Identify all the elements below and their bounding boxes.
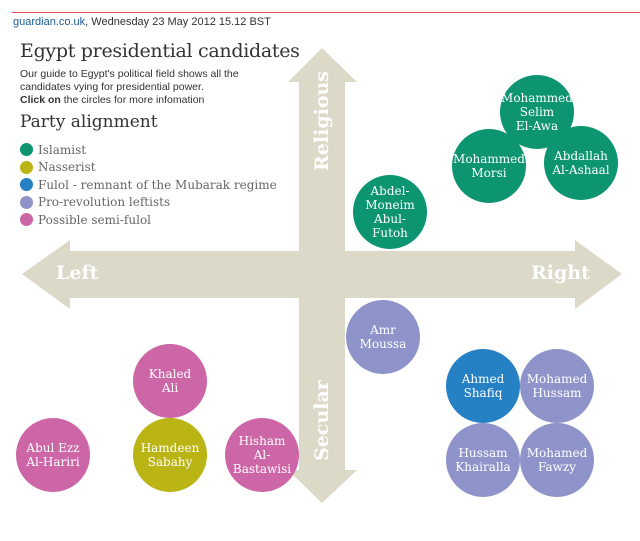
candidate-name-line: Mohamed <box>526 372 588 386</box>
horizontal-arrow <box>22 240 622 309</box>
candidate-name-line: Ahmed <box>461 372 505 386</box>
candidate-name-line: Hussam <box>532 386 582 400</box>
click-rest: the circles for more infomation <box>60 94 205 106</box>
guardian-link[interactable]: guardian.co.uk <box>13 16 86 28</box>
intro: Our guide to Egypt's political field sho… <box>20 68 240 107</box>
candidate-name-line: Al- <box>253 448 271 462</box>
candidate-name-line: El-Awa <box>515 119 559 133</box>
candidate-name-line: Sabahy <box>147 455 193 469</box>
legend-dot <box>20 195 33 209</box>
legend: Islamist Nasserist Fulol - remnant of th… <box>20 141 277 229</box>
credit-line: guardian.co.uk, Wednesday 23 May 2012 15… <box>13 16 271 28</box>
candidate-name-line: Fawzy <box>537 460 577 474</box>
candidate-name-line: Ali <box>161 381 179 395</box>
legend-item: Fulol - remnant of the Mubarak regime <box>20 176 277 194</box>
legend-item: Nasserist <box>20 159 277 177</box>
candidate-name-line: Abul- <box>374 212 406 226</box>
candidate-name-line: Abul Ezz <box>26 441 80 455</box>
legend-item: Pro-revolution leftists <box>20 194 277 212</box>
candidate-name-line: Moussa <box>359 337 407 351</box>
candidate-name-line: Al-Ashaal <box>552 163 610 177</box>
candidate-name-line: Mohammed <box>501 91 573 105</box>
candidate-name-line: Khairalla <box>455 460 511 474</box>
page-title: Egypt presidential candidates <box>20 40 300 62</box>
axis-label-secular: Secular <box>311 380 333 461</box>
candidate-name-line: Abdallah <box>554 149 608 163</box>
legend-title: Party alignment <box>20 112 158 132</box>
legend-dot <box>20 213 33 227</box>
candidate-name-line: Mohamed <box>526 446 588 460</box>
candidate-name-line: Mohammed <box>453 152 525 166</box>
legend-dot <box>20 143 33 157</box>
candidate-name-line: Morsi <box>471 166 507 180</box>
candidate-name-line: Hamdeen <box>140 441 200 455</box>
intro-text: Our guide to Egypt's political field sho… <box>20 68 239 93</box>
legend-label: Nasserist <box>38 160 96 175</box>
axis-label-religious: Religious <box>311 70 333 171</box>
candidate-name-line: Hisham <box>238 434 286 448</box>
candidate-name-line: Selim <box>519 105 555 119</box>
click-bold: Click on <box>20 94 61 106</box>
candidate-name-line: Futoh <box>372 226 408 240</box>
legend-label: Possible semi-fulol <box>38 212 152 227</box>
candidate-name-line: Bastawisi <box>232 462 292 476</box>
axis-label-left: Left <box>56 262 99 284</box>
legend-label: Fulol - remnant of the Mubarak regime <box>38 177 277 192</box>
candidate-name-line: Al-Hariri <box>26 455 80 469</box>
legend-item: Islamist <box>20 141 277 159</box>
candidate-name-line: Shafiq <box>463 386 503 400</box>
axis-label-right: Right <box>531 262 590 284</box>
date-text: , Wednesday 23 May 2012 15.12 BST <box>85 16 271 28</box>
candidate-name-line: Abdel- <box>370 184 410 198</box>
legend-item: Possible semi-fulol <box>20 211 277 229</box>
candidate-name-line: Moneim <box>365 198 415 212</box>
top-rule <box>12 12 640 13</box>
legend-label: Pro-revolution leftists <box>38 195 171 210</box>
candidate-name-line: Amr <box>370 323 396 337</box>
legend-dot <box>20 160 33 174</box>
candidate-name-line: Khaled <box>148 367 192 381</box>
legend-label: Islamist <box>38 142 87 157</box>
candidate-name-line: Hussam <box>458 446 508 460</box>
legend-dot <box>20 178 33 192</box>
